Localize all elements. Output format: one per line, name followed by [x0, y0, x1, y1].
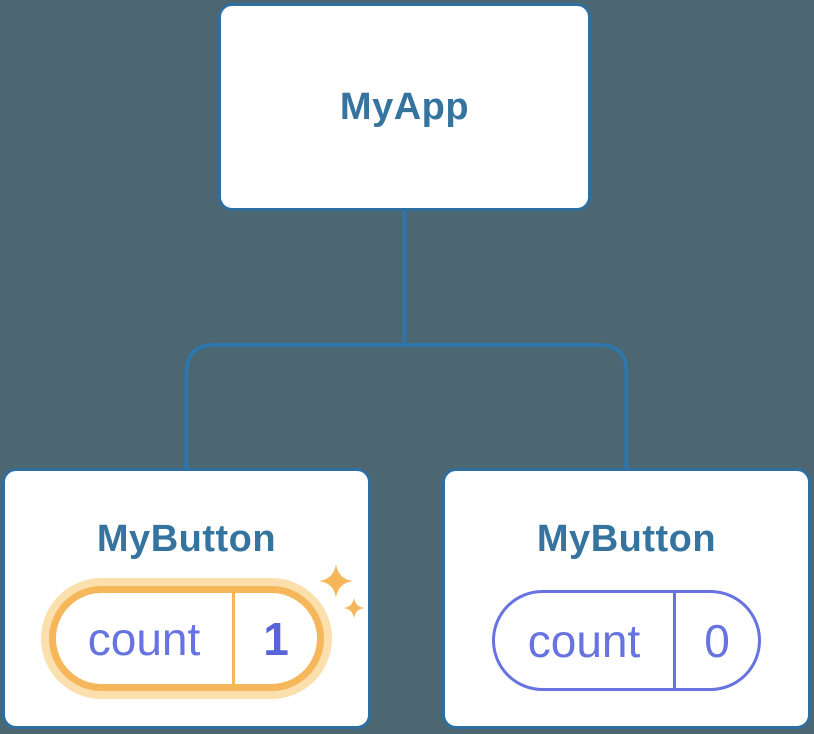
- connector-children-bracket: [184, 343, 629, 470]
- sparkle-icon-large: [319, 564, 353, 598]
- tree-node-mybutton-left: MyButton count 1: [2, 468, 371, 729]
- state-pill-highlighted: count 1: [49, 586, 324, 691]
- node-title: MyButton: [96, 518, 277, 560]
- sparkle-icon: [319, 564, 365, 619]
- state-value: 0: [704, 614, 730, 667]
- state-pill: count 0: [492, 590, 761, 691]
- state-value: 1: [263, 612, 289, 665]
- state-key-label: count: [527, 614, 641, 667]
- pill-divider: [673, 593, 676, 688]
- state-key-label: count: [87, 612, 201, 665]
- sparkle-icon-small: [343, 597, 365, 619]
- tree-node-myapp: MyApp: [218, 3, 591, 211]
- node-title: MyButton: [536, 518, 717, 560]
- tree-node-mybutton-right: MyButton count 0: [442, 468, 811, 729]
- node-title: MyApp: [339, 85, 470, 128]
- pill-divider: [232, 593, 235, 684]
